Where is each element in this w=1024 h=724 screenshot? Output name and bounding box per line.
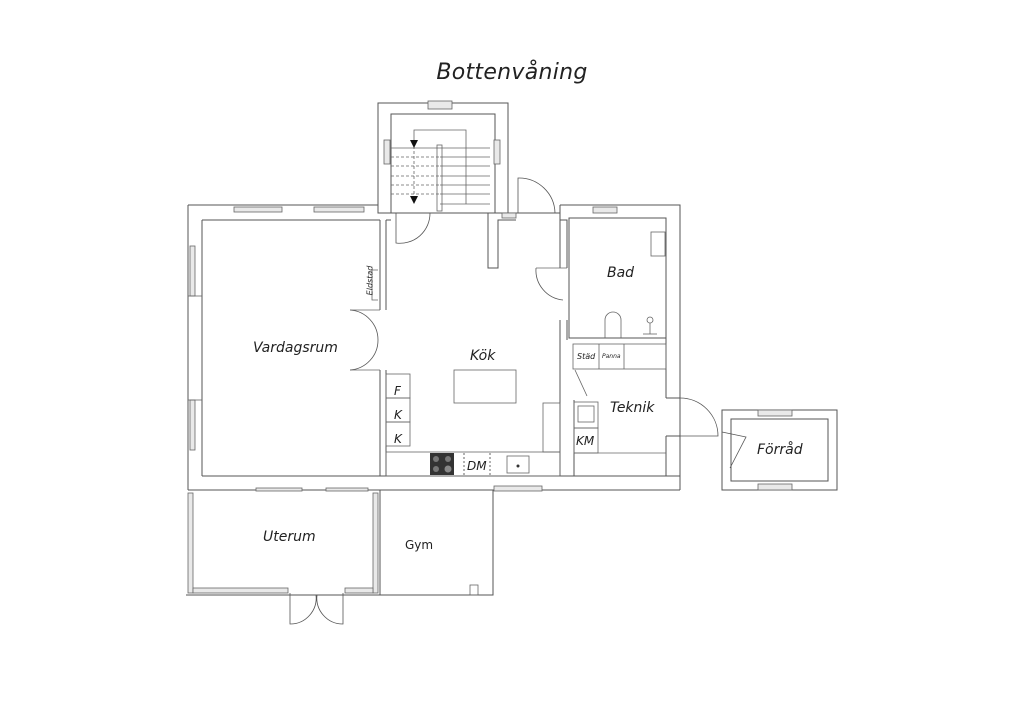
fixture-label-fridge: F xyxy=(394,384,401,398)
room-label-teknik: Teknik xyxy=(610,400,655,416)
fixture-label-stad: Städ xyxy=(577,352,596,361)
uterum-walls xyxy=(186,492,380,625)
fixture-label-washing-machine: KM xyxy=(576,434,595,448)
fixture-label-freezer-2: K xyxy=(394,432,402,446)
bathroom-fixtures xyxy=(604,231,666,338)
kitchen-counters xyxy=(385,369,561,477)
fixture-label-dishwasher: DM xyxy=(467,459,487,473)
main-walls xyxy=(187,177,719,492)
utility-storage xyxy=(572,343,667,454)
room-label-uterum: Uterum xyxy=(263,529,316,545)
laundry-sink-icon xyxy=(577,405,595,423)
room-label-kok: Kök xyxy=(470,348,496,364)
stair-arrow-down-icon xyxy=(410,196,418,204)
room-label-bad: Bad xyxy=(607,265,635,281)
kitchen-sink-icon xyxy=(506,455,530,474)
room-label-vardagsrum: Vardagsrum xyxy=(253,340,338,356)
fixture-label-freezer-1: K xyxy=(394,408,402,422)
forrad-walls xyxy=(721,409,838,491)
fixture-label-eldstad: Eldstad xyxy=(365,265,375,296)
floor-title: Bottenvåning xyxy=(436,60,588,85)
gym-walls xyxy=(379,489,494,596)
stove-icon xyxy=(430,453,454,475)
stair-tower xyxy=(377,100,509,244)
stair-arrow-down-icon xyxy=(410,140,418,148)
fixture-label-panna: Panna xyxy=(602,353,621,360)
kitchen-island xyxy=(453,369,517,404)
room-label-forrad: Förråd xyxy=(757,442,803,458)
room-label-gym: Gym xyxy=(405,538,434,552)
